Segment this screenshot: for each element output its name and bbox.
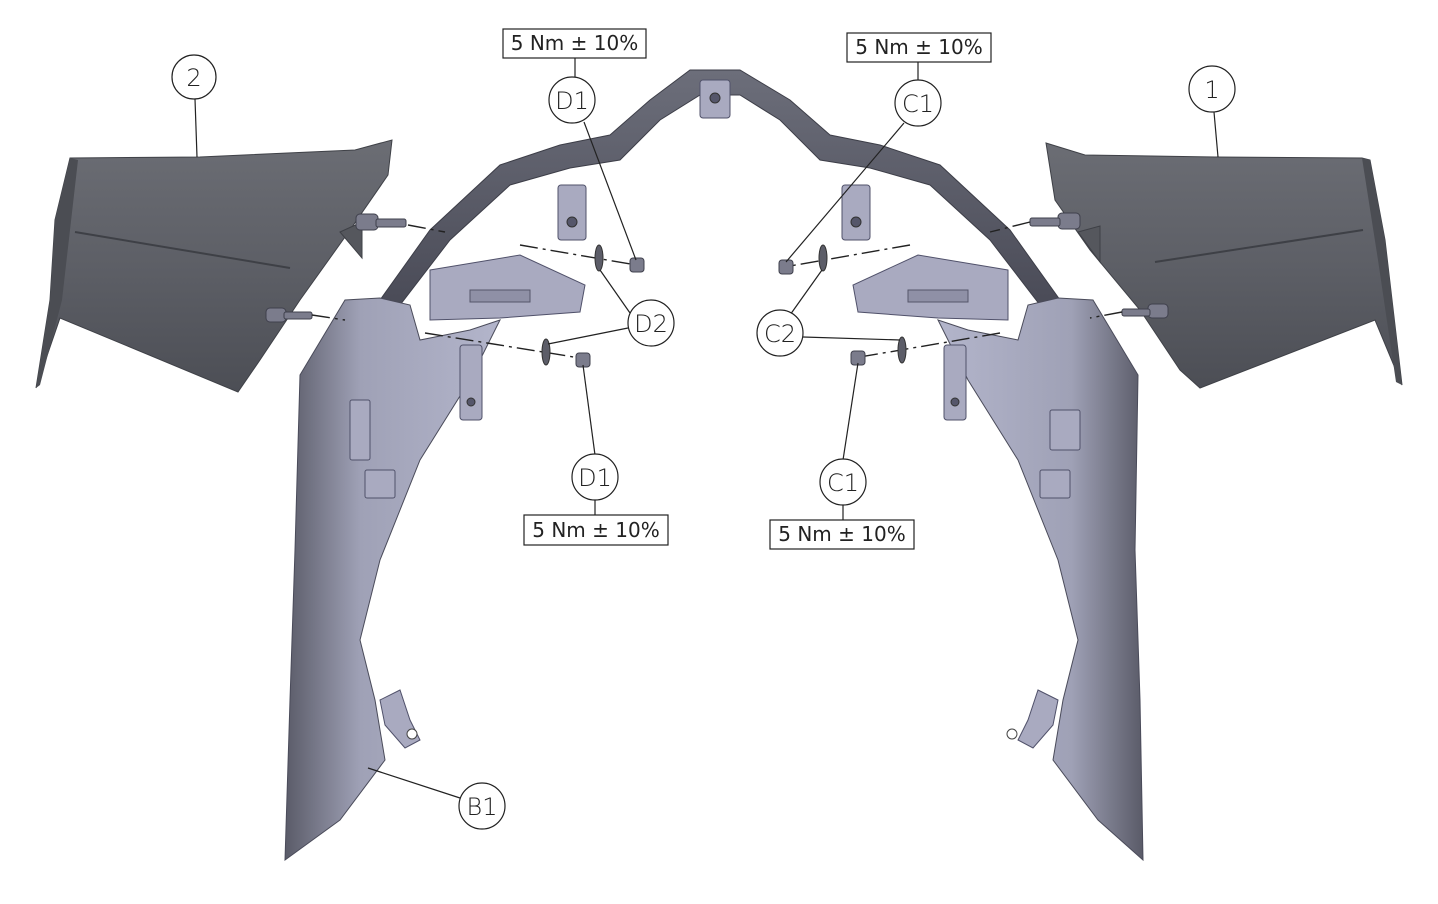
washer-d2-bottom [541,338,551,366]
leader-lines [194,58,1219,799]
left-fairing-panel [284,254,586,862]
torque-c1-bottom-text: 5 Nm ± 10% [778,522,905,546]
torque-d1-top-text: 5 Nm ± 10% [511,31,638,55]
right-fairing-panel [852,254,1144,862]
callout-c1-top-label: C1 [902,90,934,118]
fastener-c1-top [778,259,794,275]
callout-part-1-label: 1 [1204,76,1219,104]
callout-b1-label: B1 [467,793,498,821]
callout-d1-bottom-label: D1 [578,464,612,492]
callout-c1-bottom-label: C1 [827,469,859,497]
callout-b1: B1 [458,782,506,830]
callout-part-1: 1 [1188,65,1236,113]
fastener-d1-top [629,257,645,273]
callout-c1-bottom: C1 [819,458,867,506]
torque-box-d1-bottom: 5 Nm ± 10% [523,514,669,546]
callout-d1-bottom: D1 [571,453,619,501]
torque-c1-top-text: 5 Nm ± 10% [855,35,982,59]
torque-box-c1-bottom: 5 Nm ± 10% [769,519,915,550]
torque-box-d1-top: 5 Nm ± 10% [502,28,647,59]
callout-c2: C2 [756,309,804,357]
callout-d2: D2 [627,299,675,347]
washer-c2-top [818,244,828,272]
callout-d2-label: D2 [634,310,668,338]
callout-c2-label: C2 [764,320,796,348]
torque-d1-bottom-text: 5 Nm ± 10% [532,518,659,542]
assembly-axes [311,221,1123,359]
torque-box-c1-top: 5 Nm ± 10% [846,32,992,63]
right-winglet [1029,142,1403,389]
callout-d1-top-label: D1 [555,87,589,115]
callout-part-2: 2 [171,54,217,100]
fastener-d1-bottom [575,352,591,368]
washer-c2-bottom [897,336,907,364]
fastener-c1-bottom [850,350,866,366]
callout-part-2-label: 2 [186,64,201,92]
washer-d2-top [594,244,604,272]
left-winglet [35,139,407,393]
callout-d1-top: D1 [548,76,596,124]
callout-c1-top: C1 [894,79,942,127]
